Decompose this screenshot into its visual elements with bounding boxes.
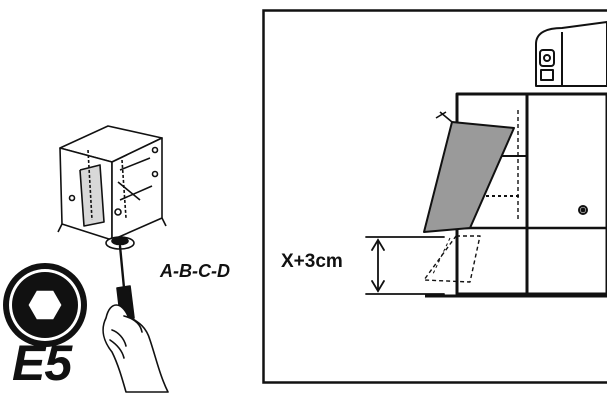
dimension-arrow [365, 236, 445, 295]
cabinet-detail [423, 21, 607, 298]
hand-screwdriver-icon [102, 244, 169, 393]
dimension-label: X+3cm [281, 251, 343, 272]
step-code: E5 [12, 335, 72, 391]
bracket-assembly-sketch [57, 125, 167, 250]
hex-socket-icon [3, 263, 87, 347]
sequence-label: A-B-C-D [160, 261, 230, 281]
